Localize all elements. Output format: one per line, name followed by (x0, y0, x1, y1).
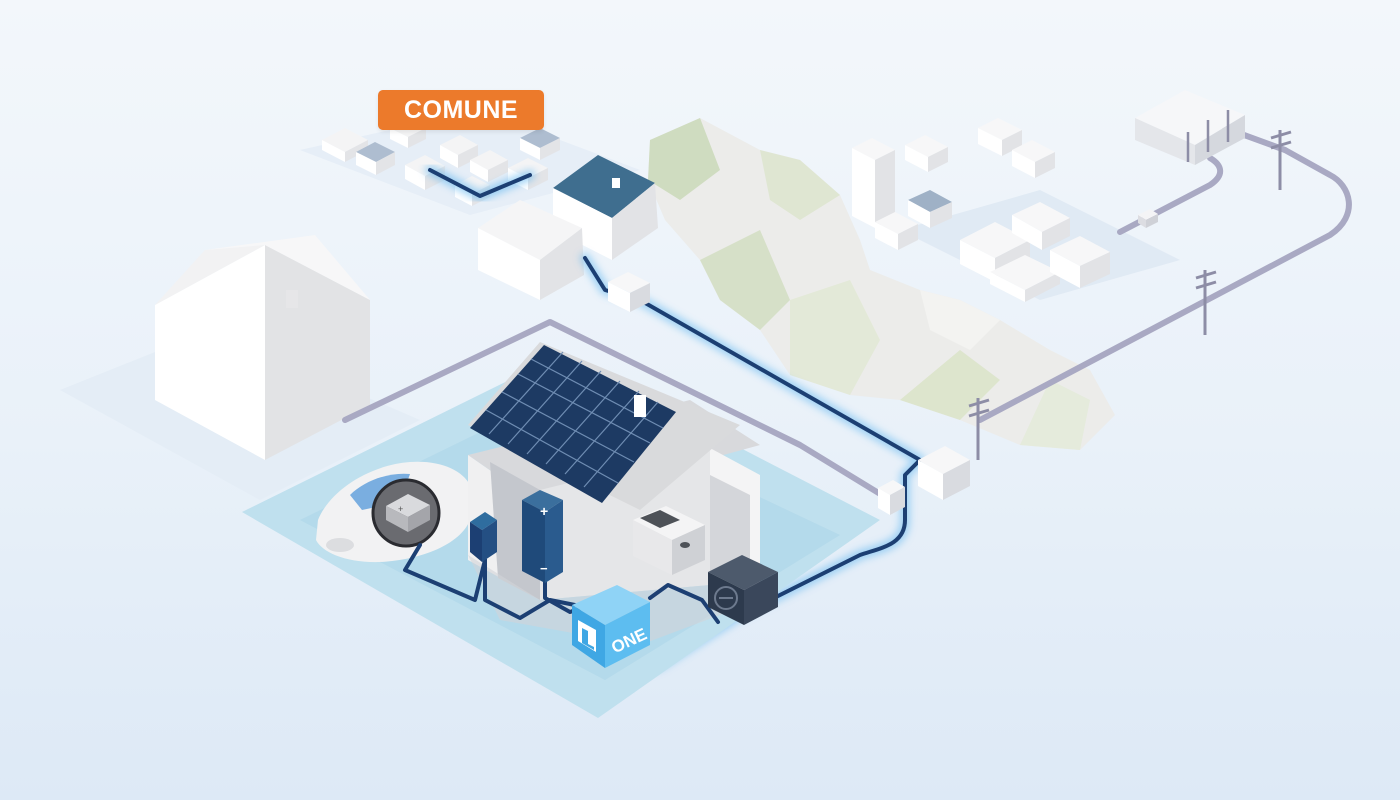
battery-minus-symbol: − (540, 561, 548, 576)
middle-house (478, 200, 584, 300)
kitchen-counter (633, 506, 705, 575)
junction-box (1138, 209, 1158, 228)
solar-panels (470, 345, 676, 503)
meter-box-community (608, 272, 650, 312)
heat-pump (708, 555, 778, 625)
inverter (470, 512, 497, 562)
battery-plus-symbol: + (540, 503, 548, 519)
community-link (425, 165, 535, 201)
city-buildings (852, 118, 1110, 302)
energy-line-main (580, 253, 925, 675)
utility-poles (968, 130, 1292, 460)
community-badge: COMUNE (378, 90, 544, 130)
home-wiring (403, 543, 720, 624)
substation (1135, 90, 1245, 165)
svg-text:+: + (398, 504, 403, 514)
neighbor-house (60, 235, 420, 500)
hub-box (572, 585, 650, 668)
meter-box-home (878, 480, 905, 515)
car-battery-zoom: + (371, 478, 441, 548)
blue-roof-house (553, 155, 658, 260)
meter-box-grid (918, 446, 970, 500)
mountains (648, 118, 1115, 450)
home-battery: + − (522, 490, 563, 583)
